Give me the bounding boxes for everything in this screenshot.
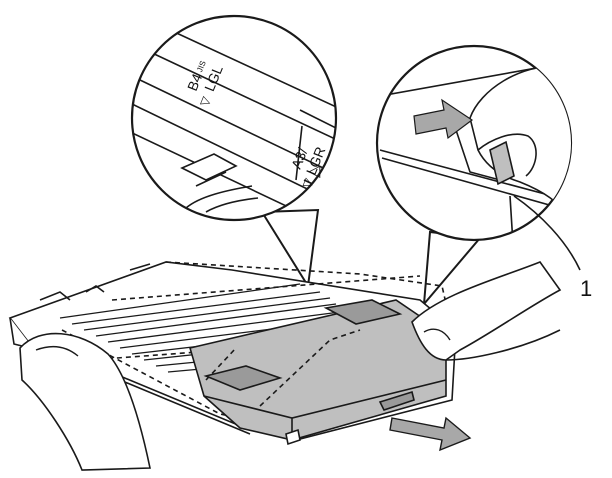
pull-direction-arrow-icon — [389, 416, 472, 452]
triangle-marker-icon: ◁ — [308, 163, 321, 180]
callout-number: 1 — [580, 276, 592, 301]
push-arrow-icon — [413, 98, 474, 140]
magnifier-callout-right — [375, 44, 573, 308]
right-hand — [411, 261, 562, 361]
left-hand — [19, 332, 151, 471]
leader-line — [513, 195, 581, 271]
label-b4-sub: JIS — [195, 59, 208, 73]
handle-recess-front — [203, 365, 283, 391]
label-b4: B4 — [184, 71, 205, 93]
handle-recess-back — [323, 299, 403, 325]
label-a3: A3/ — [288, 146, 311, 172]
paper-tray — [8, 261, 457, 446]
magnifier-callout-left: B4 JIS LGL ▽ A3/ LGR ▽ ◁ — [130, 14, 338, 289]
